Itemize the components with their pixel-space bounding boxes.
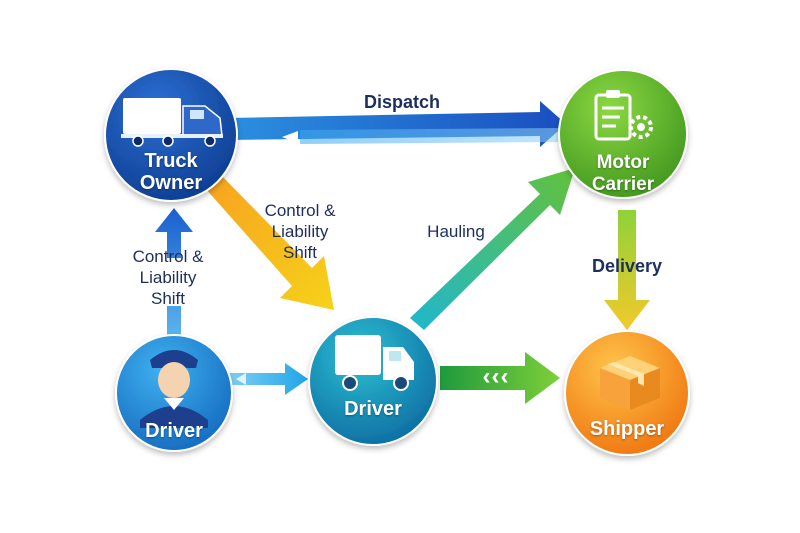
delivery-truck-icon xyxy=(335,335,414,391)
truck-owner-line1: Truck xyxy=(144,150,198,172)
truck-owner-label: Truck Owner xyxy=(121,150,221,194)
driver-avatar-icon xyxy=(140,350,208,428)
package-box-icon xyxy=(600,356,660,410)
motor-carrier-line2: Carrier xyxy=(591,174,655,195)
control-liability-label-left: Control & Liability Shift xyxy=(113,246,223,309)
driver-truck-label: Driver xyxy=(344,398,402,420)
motor-carrier-line1: Motor xyxy=(596,152,650,173)
motor-carrier-label: Motor Carrier xyxy=(573,152,673,196)
control-liability-right-line1: Control & xyxy=(264,201,336,220)
control-liability-up-arrow xyxy=(155,208,193,350)
control-liability-right-line2: Liability xyxy=(271,222,329,241)
clipboard-gear-icon xyxy=(594,90,653,141)
delivery-label: Delivery xyxy=(591,256,663,276)
driver-to-shipper-arrow xyxy=(440,352,560,404)
driver-person-label: Driver xyxy=(145,420,203,442)
motor-carrier-node[interactable] xyxy=(558,69,688,199)
truck-owner-line2: Owner xyxy=(139,172,203,194)
control-liability-left-line3: Shift xyxy=(150,289,186,308)
delivery-arrow xyxy=(604,210,650,330)
control-liability-arrow xyxy=(205,174,334,310)
control-liability-left-line2: Liability xyxy=(139,268,197,287)
hauling-arrow xyxy=(410,168,575,330)
truck-icon xyxy=(121,98,223,147)
control-liability-right-line3: Shift xyxy=(282,243,318,262)
driver-link-arrow xyxy=(228,363,308,395)
control-liability-label-right: Control & Liability Shift xyxy=(250,200,350,263)
shipper-label: Shipper xyxy=(589,418,665,440)
control-liability-left-line1: Control & xyxy=(132,247,204,266)
dispatch-arrow xyxy=(228,101,566,147)
hauling-label: Hauling xyxy=(427,222,485,241)
dispatch-label: Dispatch xyxy=(363,92,441,112)
chevron-icon: ‹‹‹ xyxy=(482,363,510,390)
